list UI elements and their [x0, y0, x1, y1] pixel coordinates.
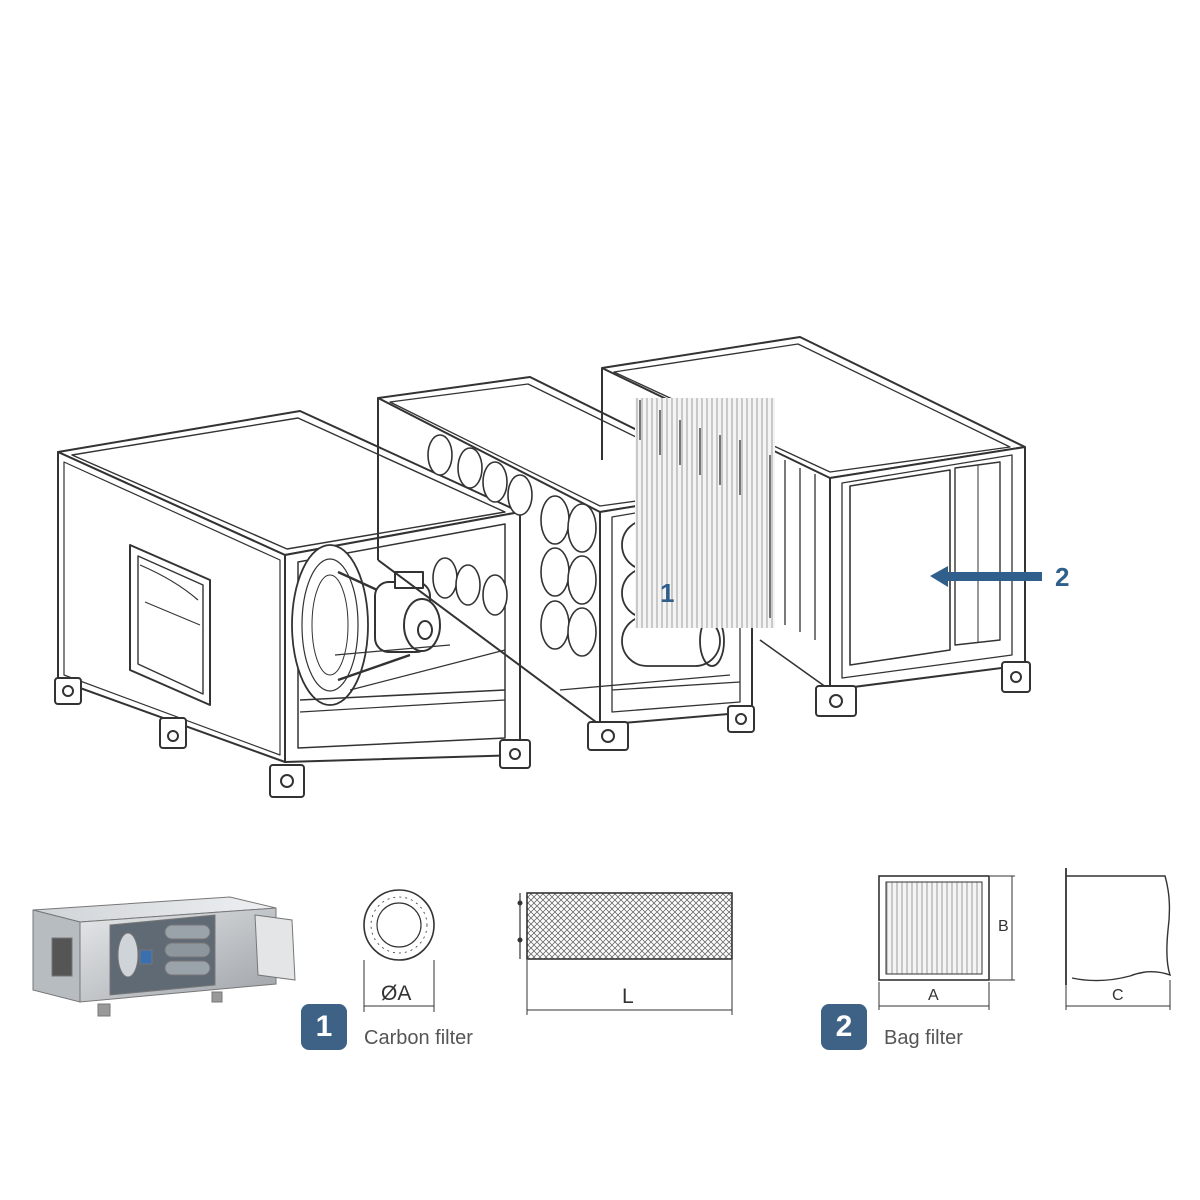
bag-filter-dim-b: B [998, 918, 1009, 935]
callout-arrow-2 [930, 566, 1042, 587]
product-photo [32, 896, 296, 1017]
carbon-filter-diameter-label: ØA [381, 982, 412, 1005]
bag-filter-caption: Bag filter [884, 1027, 963, 1049]
carbon-filter-end-view [363, 889, 435, 1012]
carbon-filter-badge: 1 [301, 1004, 347, 1050]
callout-label-1: 1 [660, 578, 675, 608]
bag-filter-badge: 2 [821, 1004, 867, 1050]
bag-filter-side-view [1065, 868, 1172, 1010]
bag-filter-front-view [878, 875, 1015, 1010]
bag-filter-dim-c: C [1112, 987, 1124, 1004]
callout-label-2: 2 [1055, 562, 1070, 592]
bag-filter-dim-a: A [928, 987, 939, 1004]
carbon-filter-side-view [517, 892, 733, 1015]
bag-filter-unit [601, 336, 1031, 717]
carbon-filter-caption: Carbon filter [364, 1027, 473, 1049]
carbon-filter-length-label: L [622, 985, 634, 1008]
